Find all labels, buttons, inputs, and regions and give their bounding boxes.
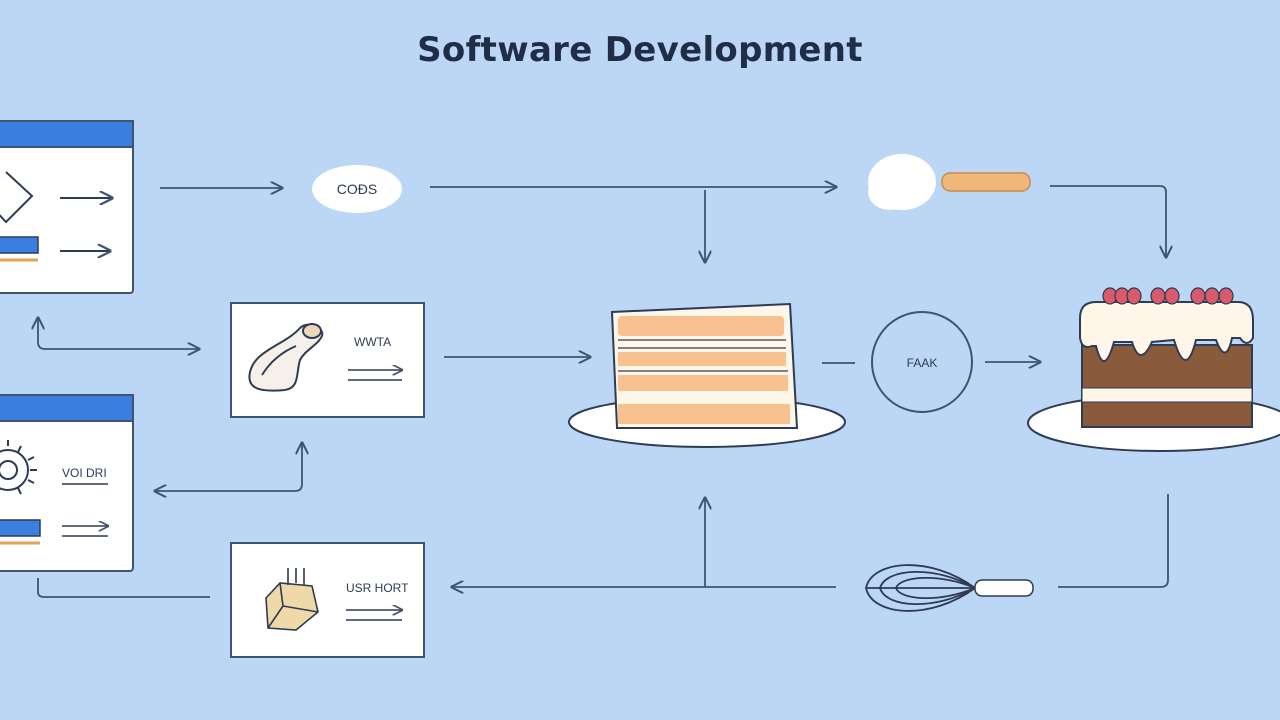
connector-loop-top — [38, 318, 199, 349]
page-title: Software Development — [417, 30, 863, 70]
window-card-bottom: VOI DRI — [0, 394, 134, 572]
connector-left-bottom — [37, 578, 210, 598]
card-middle-label: WWTA — [354, 335, 391, 349]
whisk-icon — [865, 564, 1034, 612]
connectors — [37, 185, 1169, 598]
card-bottom-label: USR HORT — [346, 581, 409, 595]
code-bubble-icon: COĐS — [312, 165, 402, 213]
connector-spoon-to-frosted — [1050, 185, 1166, 257]
connector-frosted-to-whisk — [1058, 494, 1169, 588]
connector-piping-to-left — [155, 443, 302, 491]
circle-label: FAAK — [907, 356, 938, 370]
gear-icon — [0, 440, 37, 495]
piping-card: WWTA — [230, 302, 425, 418]
code-bubble-label: COĐS — [337, 181, 377, 197]
left-card-bottom-label: VOI DRI — [62, 466, 107, 480]
circle-node: FAAK — [871, 311, 973, 413]
piping-bag-icon — [248, 323, 324, 392]
window-card-top — [0, 120, 134, 294]
butter-icon — [265, 568, 319, 631]
frosted-cake-icon — [1027, 287, 1280, 452]
butter-card: USR HORT — [230, 542, 425, 658]
layer-cake-icon — [568, 302, 846, 448]
diamond-icon — [0, 171, 34, 224]
spoon-icon — [868, 154, 1031, 210]
